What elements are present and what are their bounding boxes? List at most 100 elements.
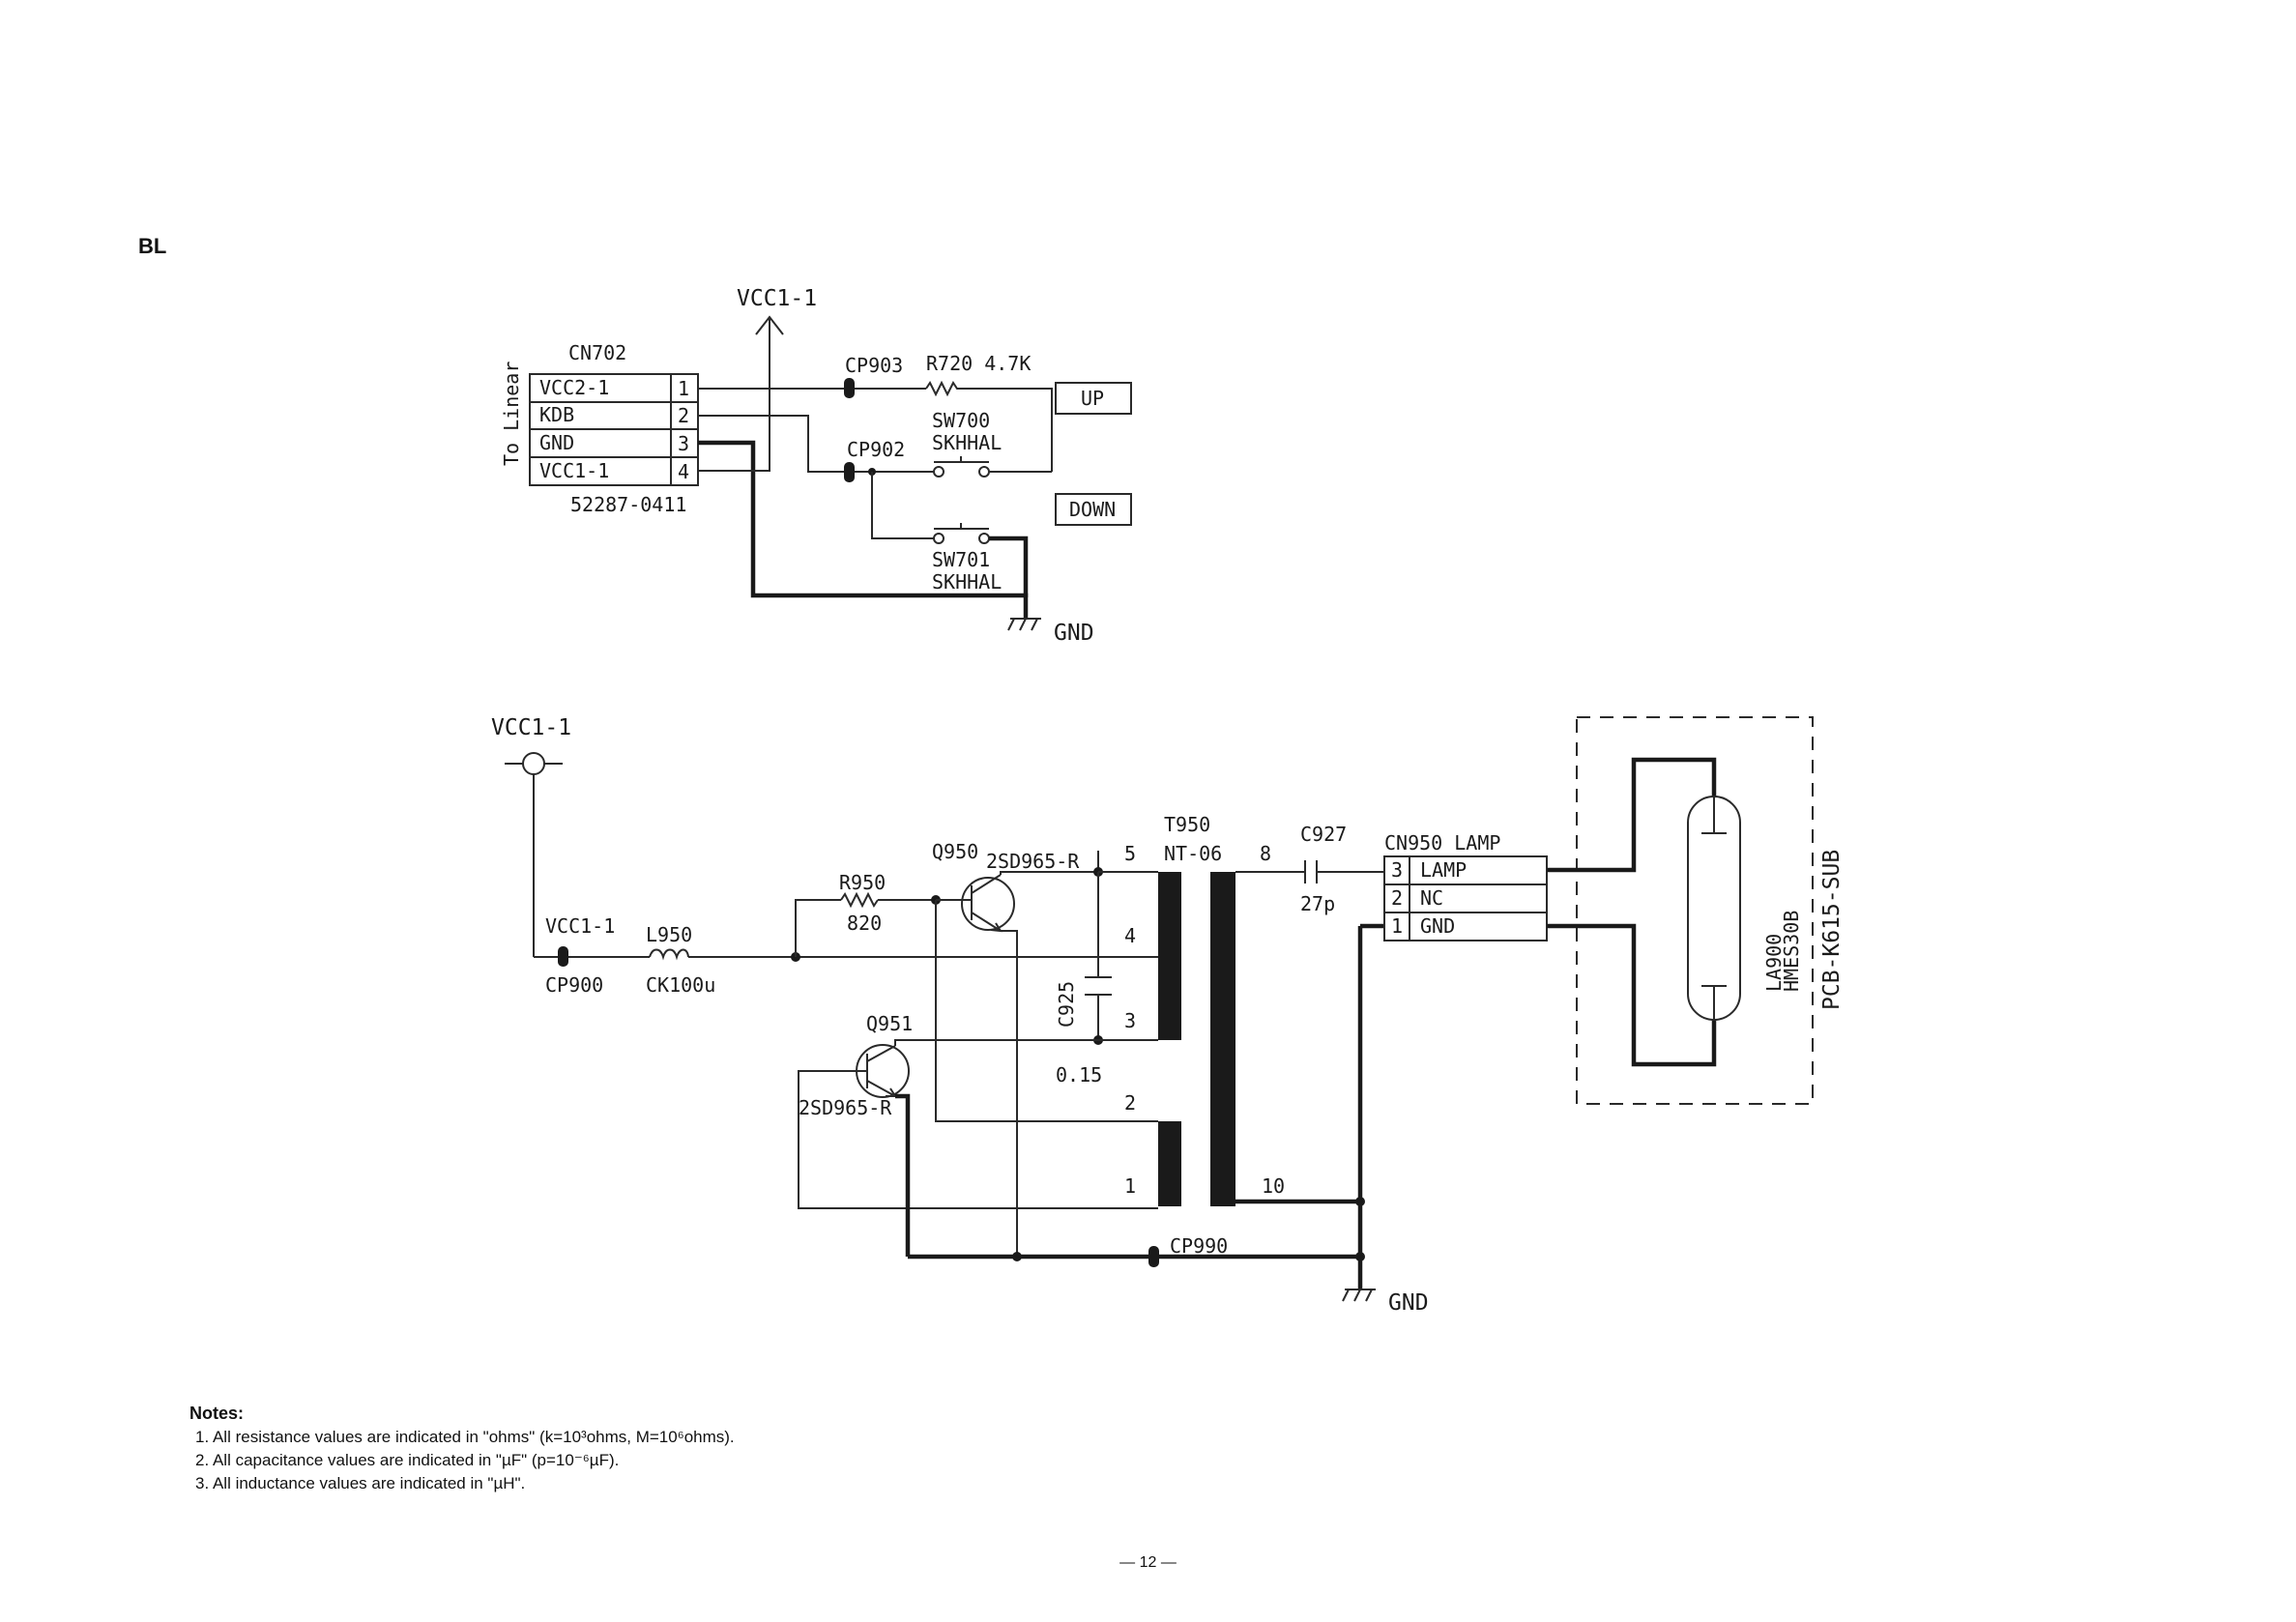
r720-resistor-icon [925,380,961,397]
q950-base-to-pin2 [935,900,1158,1122]
down-box [1055,493,1132,526]
cn702-pin3-name: GND [539,431,574,454]
top-gnd-icon [1007,618,1041,631]
top-gnd-label: GND [1054,621,1094,646]
cp902-pad [844,462,855,482]
cn950-pin1-name: GND [1420,914,1455,938]
r950-ref: R950 [839,871,886,894]
sw701-in [871,472,934,539]
cn950-grid [1384,856,1547,941]
up-label: UP [1081,387,1104,410]
l950-value: CK100u [646,973,715,997]
cp900-pad [558,946,568,967]
lamp-return-net [1547,923,1717,1067]
t950-primary-core-upper [1158,872,1181,1040]
q951-ref: Q951 [866,1012,913,1035]
note-item: 2. All capacitance values are indicated … [195,1451,620,1469]
top-vcc-label: VCC1-1 [737,286,817,311]
junction-q950-emitter [1012,1252,1022,1261]
cn702-pin4-num: 4 [678,460,689,483]
lamp-part: HMES30B [1780,911,1803,992]
r950-resistor-icon [840,891,879,909]
cn950-pin2-name: NC [1420,886,1443,910]
sw700-type: SKHHAL [932,431,1002,454]
q950-ref: Q950 [932,840,978,863]
cn702-pin3-num: 3 [678,432,689,455]
q950-leads [936,874,1002,932]
cn702-ref: CN702 [568,341,626,364]
lamp-electrodes [1701,797,1727,1020]
t950-pin10: 10 [1262,1174,1285,1198]
secondary-gnd-net [1357,923,1384,1289]
to-linear-label: To Linear [500,362,523,466]
q951-collector-net [894,1039,1158,1046]
cn702-grid [530,373,699,486]
cn950-body [1383,855,1548,941]
l950-ref: L950 [646,923,692,946]
cn702-pin4-name: VCC1-1 [539,459,609,482]
cn702-part-number: 52287-0411 [570,493,686,516]
pin8-net [1235,865,1385,873]
sw701-ref: SW701 [932,548,990,571]
bottom-gnd-icon [1342,1289,1376,1302]
up-box [1055,382,1132,415]
page-number: — 12 — [1119,1554,1177,1571]
lamp-hot-net [1547,757,1717,873]
top-gnd-net [698,440,1029,619]
q951-part: 2SD965-R [799,1096,892,1119]
cn702-pin1-name: VCC2-1 [539,376,609,399]
cn950-pin2-num: 2 [1391,886,1403,910]
sw701-switch-icon [934,523,989,530]
c925-value: 0.15 [1056,1063,1102,1086]
notes-block: Notes: 1. All resistance values are indi… [189,1404,735,1495]
vcc-terminal-icon [522,752,545,775]
cn702-pin2-name: KDB [539,403,574,426]
bottom-vcc-label: VCC1-1 [491,715,571,740]
cn702-pin2-num: 2 [678,404,689,427]
sw701-contact-left [933,533,945,544]
q950-part: 2SD965-R [986,850,1080,873]
sw700-contact-right [978,466,990,478]
t950-pin1: 1 [1124,1174,1136,1198]
sw701-type: SKHHAL [932,570,1002,594]
q950-collector-emitter [1000,851,1099,1257]
section-label: BL [138,234,166,258]
r720-label: R720 4.7K [926,352,1031,375]
c927-value: 27p [1300,892,1335,915]
c927-ref: C927 [1300,823,1347,846]
cn950-pin1-num: 1 [1391,914,1403,938]
q950-transistor-icon [961,877,1015,931]
sw700-contact-left [933,466,945,478]
t950-pin2: 2 [1124,1091,1136,1115]
cp903-label: CP903 [845,354,903,377]
pin1-net [698,388,1053,472]
cp903-pad [844,378,855,398]
notes-title: Notes: [189,1404,245,1423]
sub-pcb-outline [1576,716,1814,1105]
l950-inductor-icon [649,948,689,961]
vcc-arrow-icon [755,315,784,335]
cn702-pin1-num: 1 [678,377,689,400]
pin4-net [698,450,770,472]
vcc-feed [505,763,563,957]
down-label: DOWN [1069,498,1116,521]
bottom-circuit: VCC1-1 VCC1-1 CP900 L950 CK100u R950 820… [491,715,1845,1316]
cn950-pin3-num: 3 [1391,858,1403,882]
t950-pin3: 3 [1124,1009,1136,1032]
sw701-gnd-net [989,536,1029,597]
t950-primary-core-lower [1158,1121,1181,1206]
bottom-gnd-label: GND [1388,1290,1429,1316]
c925-ref: C925 [1055,981,1078,1028]
junction-gnd-bus [1355,1252,1365,1261]
cp902-label: CP902 [847,438,905,461]
t950-pin4: 4 [1124,924,1136,947]
t950-pin5: 5 [1124,842,1136,865]
sw701-contact-right [978,533,990,544]
t950-part: NT-06 [1164,842,1222,865]
c927-capacitor-icon [1304,860,1318,883]
t950-ref: T950 [1164,813,1210,836]
note-item: 1. All resistance values are indicated i… [195,1428,735,1446]
t950-secondary-core [1210,872,1235,1206]
r950-net [795,899,936,957]
